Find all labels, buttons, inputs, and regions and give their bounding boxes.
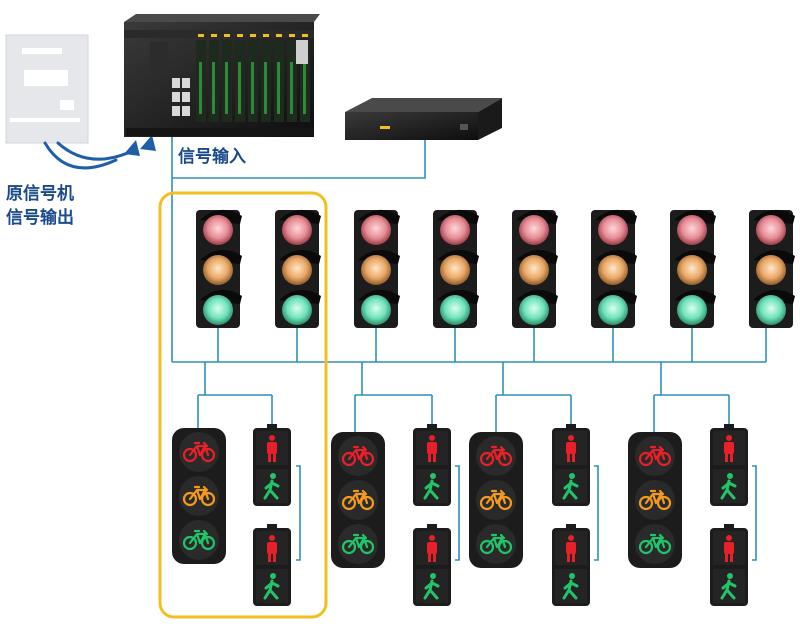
pedestrian-signal-icon bbox=[413, 424, 451, 506]
bicycle-icon bbox=[638, 445, 672, 467]
standing-man-icon bbox=[267, 435, 277, 462]
green-lamp bbox=[756, 295, 786, 325]
walking-man-icon bbox=[423, 473, 440, 500]
standing-man-icon bbox=[566, 435, 576, 462]
walking-man-icon bbox=[562, 573, 579, 600]
bicycle-icon bbox=[341, 533, 375, 555]
wire-segment bbox=[752, 465, 757, 561]
pedestrian-signal-icon bbox=[710, 424, 748, 506]
amber-lamp bbox=[361, 255, 391, 285]
red-lamp bbox=[598, 215, 628, 245]
red-lamp bbox=[203, 215, 233, 245]
standing-man-icon bbox=[427, 435, 437, 462]
pedestrian-signal-icon bbox=[710, 524, 748, 606]
wire-segment bbox=[296, 465, 301, 561]
bicycle-signal-icon bbox=[331, 432, 385, 568]
wire-segment bbox=[172, 140, 426, 179]
amber-lamp bbox=[282, 255, 312, 285]
standing-man-icon bbox=[566, 535, 576, 562]
bicycle-icon bbox=[479, 445, 513, 467]
vehicle-signal-icon bbox=[512, 209, 558, 328]
bicycle-icon bbox=[479, 533, 513, 555]
walking-man-icon bbox=[423, 573, 440, 600]
bicycle-icon bbox=[638, 489, 672, 511]
converter-box-icon bbox=[345, 98, 502, 140]
green-lamp bbox=[519, 295, 549, 325]
red-lamp bbox=[519, 215, 549, 245]
vehicle-signal-icon bbox=[670, 209, 716, 328]
walking-man-icon bbox=[720, 473, 737, 500]
vehicle-signal-icon bbox=[196, 209, 242, 328]
standing-man-icon bbox=[724, 535, 734, 562]
vehicle-signal-icon bbox=[354, 209, 400, 328]
green-lamp bbox=[677, 295, 707, 325]
red-lamp bbox=[677, 215, 707, 245]
walking-man-icon bbox=[720, 573, 737, 600]
signals bbox=[172, 209, 795, 606]
bicycle-icon bbox=[182, 441, 216, 463]
vehicle-signal-icon bbox=[749, 209, 795, 328]
green-lamp bbox=[598, 295, 628, 325]
walking-man-icon bbox=[263, 473, 280, 500]
amber-lamp bbox=[440, 255, 470, 285]
amber-lamp bbox=[519, 255, 549, 285]
green-lamp bbox=[440, 295, 470, 325]
vehicle-signal-icon bbox=[591, 209, 637, 328]
bicycle-icon bbox=[182, 529, 216, 551]
highlight-frame bbox=[158, 191, 328, 619]
cabinet-icon bbox=[5, 34, 89, 144]
red-lamp bbox=[440, 215, 470, 245]
green-lamp bbox=[203, 295, 233, 325]
red-lamp bbox=[756, 215, 786, 245]
vehicle-signal-icon bbox=[275, 209, 321, 328]
amber-lamp bbox=[203, 255, 233, 285]
pedestrian-signal-icon bbox=[552, 524, 590, 606]
vehicle-signal-icon bbox=[433, 209, 479, 328]
bicycle-icon bbox=[341, 489, 375, 511]
bicycle-signal-icon bbox=[628, 432, 682, 568]
standing-man-icon bbox=[724, 435, 734, 462]
walking-man-icon bbox=[562, 473, 579, 500]
pedestrian-signal-icon bbox=[413, 524, 451, 606]
pedestrian-signal-icon bbox=[552, 424, 590, 506]
original-controller-label: 原信号机 bbox=[6, 184, 74, 204]
wire-segment bbox=[455, 465, 460, 561]
standing-man-icon bbox=[427, 535, 437, 562]
bicycle-icon bbox=[638, 533, 672, 555]
walking-man-icon bbox=[263, 573, 280, 600]
green-lamp bbox=[361, 295, 391, 325]
wiring bbox=[171, 137, 767, 561]
amber-lamp bbox=[756, 255, 786, 285]
bicycle-icon bbox=[341, 445, 375, 467]
output-arrow-icon bbox=[43, 135, 156, 170]
wire-segment bbox=[594, 465, 599, 561]
bicycle-icon bbox=[182, 485, 216, 507]
bicycle-signal-icon bbox=[469, 432, 523, 568]
red-lamp bbox=[361, 215, 391, 245]
amber-lamp bbox=[598, 255, 628, 285]
standing-man-icon bbox=[267, 535, 277, 562]
signal-input-label: 信号输入 bbox=[178, 147, 246, 167]
controller-rack-icon bbox=[124, 14, 320, 137]
red-lamp bbox=[282, 215, 312, 245]
signal-output-label: 信号输出 bbox=[6, 208, 74, 228]
pedestrian-signal-icon bbox=[253, 524, 291, 606]
green-lamp bbox=[282, 295, 312, 325]
amber-lamp bbox=[677, 255, 707, 285]
bicycle-icon bbox=[479, 489, 513, 511]
pedestrian-signal-icon bbox=[253, 424, 291, 506]
bicycle-signal-icon bbox=[172, 428, 226, 564]
